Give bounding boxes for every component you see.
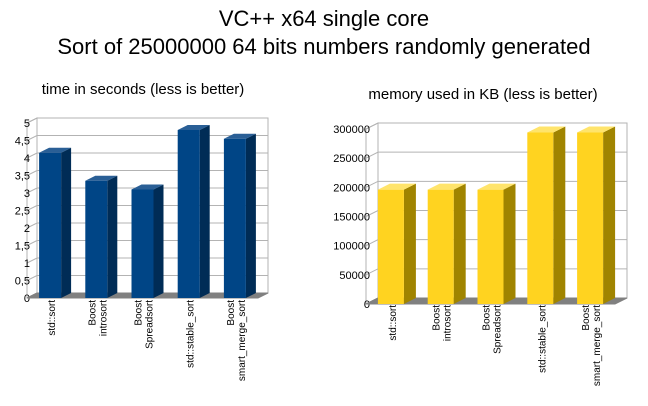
time-bar-top <box>223 133 256 139</box>
time-y-tick-label: 2,5 <box>15 206 30 218</box>
memory-x-tick-label: Boostintrosort <box>432 305 454 341</box>
memory-bar <box>427 183 466 304</box>
time-bar <box>85 175 118 298</box>
time-y-tick-label: 3,5 <box>15 171 30 183</box>
time-bar <box>131 184 164 298</box>
memory-bar <box>527 126 566 304</box>
time-bar-front <box>131 189 154 298</box>
time-chart-title: time in seconds (less is better) <box>42 81 245 98</box>
time-bar-front <box>39 152 62 298</box>
time-y-tick-label: 5 <box>24 118 30 130</box>
memory-bar-top <box>477 183 516 190</box>
time-x-tick-label: Boostintrosort <box>87 300 109 336</box>
time-y-tick-label: 1,5 <box>15 241 30 253</box>
memory-bar <box>377 183 416 304</box>
memory-bar-front <box>477 189 504 304</box>
time-bar-side <box>245 133 256 298</box>
memory-bar-front <box>377 189 404 304</box>
memory-bar-front <box>527 132 554 304</box>
memory-x-tick-label: std::sort <box>388 305 399 341</box>
memory-bar-top <box>527 126 566 133</box>
time-y-tick-label: 3 <box>24 188 30 200</box>
time-x-tick-label: std::stable_sort <box>186 300 197 368</box>
chart-title-line-2: Sort of 25000000 64 bits numbers randoml… <box>57 34 591 59</box>
time-x-tick-label: Boostsmart_merge_sort <box>226 300 248 381</box>
memory-bar-front <box>427 189 454 304</box>
time-bar-top <box>131 184 164 190</box>
time-chart-group: time in seconds (less is better) 0 0,5 1 1,5… <box>15 81 269 381</box>
memory-bar-top <box>377 183 416 190</box>
time-bar-side <box>153 184 164 298</box>
time-y-tick-label: 4,5 <box>15 136 30 148</box>
memory-y-tick-label: 0 <box>364 299 370 311</box>
time-bar-side <box>199 125 210 298</box>
memory-y-tick-label: 200000 <box>333 182 370 194</box>
memory-x-tick-label: Boostsmart_merge_sort <box>581 305 603 386</box>
time-y-tick-label: 0,5 <box>15 276 30 288</box>
time-bar <box>223 133 256 298</box>
memory-x-tick-label: BoostSpreadsort <box>482 305 504 354</box>
time-bar-front <box>223 138 246 298</box>
memory-bar-front <box>577 132 604 304</box>
time-bar-top <box>39 147 72 153</box>
memory-bar-side <box>553 126 566 304</box>
time-bar-front <box>85 180 108 298</box>
time-bar-front <box>177 130 200 298</box>
memory-y-tick-label: 100000 <box>333 241 370 253</box>
memory-y-tick-label: 150000 <box>333 212 370 224</box>
time-y-tick-label: 2 <box>24 223 30 235</box>
memory-bar-top <box>427 183 466 190</box>
time-y-tick-label: 4 <box>24 153 30 165</box>
chart-title-line-1: VC++ x64 single core <box>218 6 430 31</box>
time-bar-top <box>85 175 118 181</box>
time-gridline <box>26 117 268 124</box>
memory-bar-top <box>577 126 616 133</box>
time-x-tick-label: std::sort <box>47 300 58 336</box>
memory-y-tick-label: 300000 <box>333 124 370 136</box>
memory-bar-side <box>453 183 466 304</box>
memory-bar <box>477 183 516 304</box>
memory-bar-side <box>503 183 516 304</box>
memory-chart-title: memory used in KB (less is better) <box>368 86 597 103</box>
memory-y-tick-label: 250000 <box>333 153 370 165</box>
memory-bar-side <box>603 126 616 304</box>
memory-x-tick-label: std::stable_sort <box>537 305 548 373</box>
memory-y-tick-label: 50000 <box>339 270 370 282</box>
time-y-tick-label: 0 <box>24 293 30 305</box>
memory-chart-group: memory used in KB (less is better) 0 50000… <box>333 86 628 386</box>
time-bar <box>39 147 72 298</box>
time-x-tick-label: BoostSpreadsort <box>134 300 156 349</box>
time-bar-top <box>177 125 210 130</box>
time-bar <box>177 125 210 298</box>
memory-gridline <box>365 122 627 130</box>
time-y-tick-label: 1 <box>24 258 30 270</box>
memory-bar-side <box>403 183 416 304</box>
time-bar-side <box>61 147 72 298</box>
memory-bar <box>577 126 616 304</box>
time-bar-side <box>107 175 118 298</box>
